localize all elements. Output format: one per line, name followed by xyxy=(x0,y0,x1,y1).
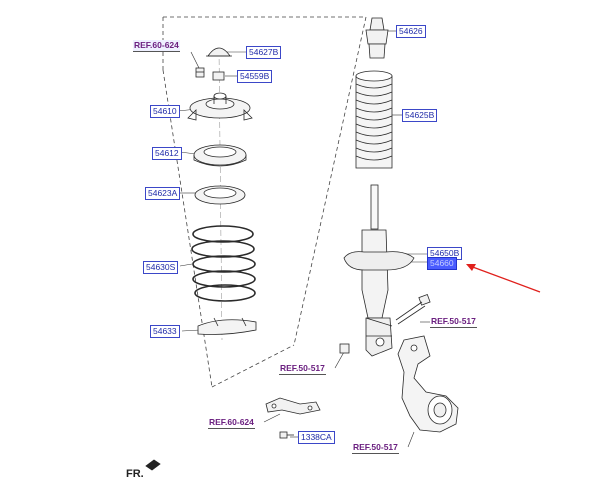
spring-pad-part xyxy=(194,185,246,205)
label-54650B[interactable]: 54650B xyxy=(427,247,463,260)
bearing-part xyxy=(193,144,247,167)
label-54625B[interactable]: 54625B xyxy=(402,109,438,122)
nut-part xyxy=(212,71,225,81)
bracket-part xyxy=(265,397,321,415)
top-bolt-part xyxy=(195,67,205,78)
lower-spring-pad-part xyxy=(197,317,257,335)
lower-nut-part xyxy=(339,343,350,354)
label-1338CA[interactable]: 1338CA xyxy=(298,431,335,444)
strut-bolt-part xyxy=(395,294,431,325)
dust-cap-part xyxy=(206,47,232,57)
strut-assembly-part xyxy=(343,184,415,357)
front-direction-icon xyxy=(145,459,161,471)
ref-50-517-right[interactable]: REF.50-517 xyxy=(430,316,477,328)
screw-part xyxy=(279,431,294,439)
label-54633[interactable]: 54633 xyxy=(150,325,180,338)
label-54627B[interactable]: 54627B xyxy=(246,46,282,59)
ref-50-517-bottom[interactable]: REF.50-517 xyxy=(352,442,399,454)
callout-arrow xyxy=(466,264,541,293)
steering-knuckle-part xyxy=(397,335,459,433)
label-54630S[interactable]: 54630S xyxy=(143,261,179,274)
ref-50-517-mid[interactable]: REF.50-517 xyxy=(279,363,326,375)
ref-60-624-top[interactable]: REF.60-624 xyxy=(133,40,180,52)
ref-60-624-bottom[interactable]: REF.60-624 xyxy=(208,417,255,429)
label-54612[interactable]: 54612 xyxy=(152,147,182,160)
label-54610[interactable]: 54610 xyxy=(150,105,180,118)
label-54623A[interactable]: 54623A xyxy=(145,187,181,200)
coil-spring-part xyxy=(191,225,256,302)
label-54660[interactable]: 54660 xyxy=(427,257,457,270)
bump-stopper-part xyxy=(365,17,389,59)
label-54559B[interactable]: 54559B xyxy=(237,70,273,83)
dust-boot-part xyxy=(355,70,393,169)
label-54626[interactable]: 54626 xyxy=(396,25,426,38)
front-direction-label: FR. xyxy=(126,468,144,480)
strut-mount-part xyxy=(187,92,253,121)
